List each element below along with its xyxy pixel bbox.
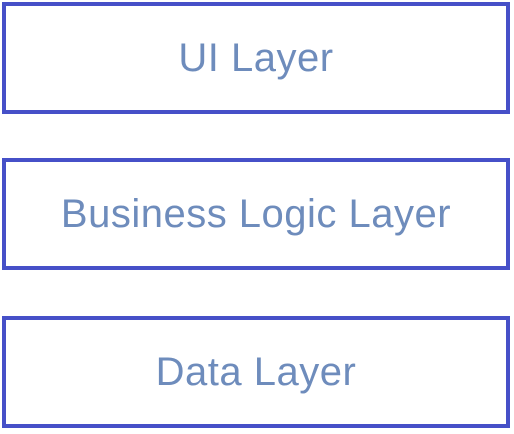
business-logic-layer-label: Business Logic Layer [60,191,452,236]
data-layer-box: Data Layer [2,316,510,428]
ui-layer-label: UI Layer [178,35,334,80]
business-logic-layer-box: Business Logic Layer [2,158,510,270]
ui-layer-box: UI Layer [2,2,510,114]
data-layer-label: Data Layer [155,349,357,394]
